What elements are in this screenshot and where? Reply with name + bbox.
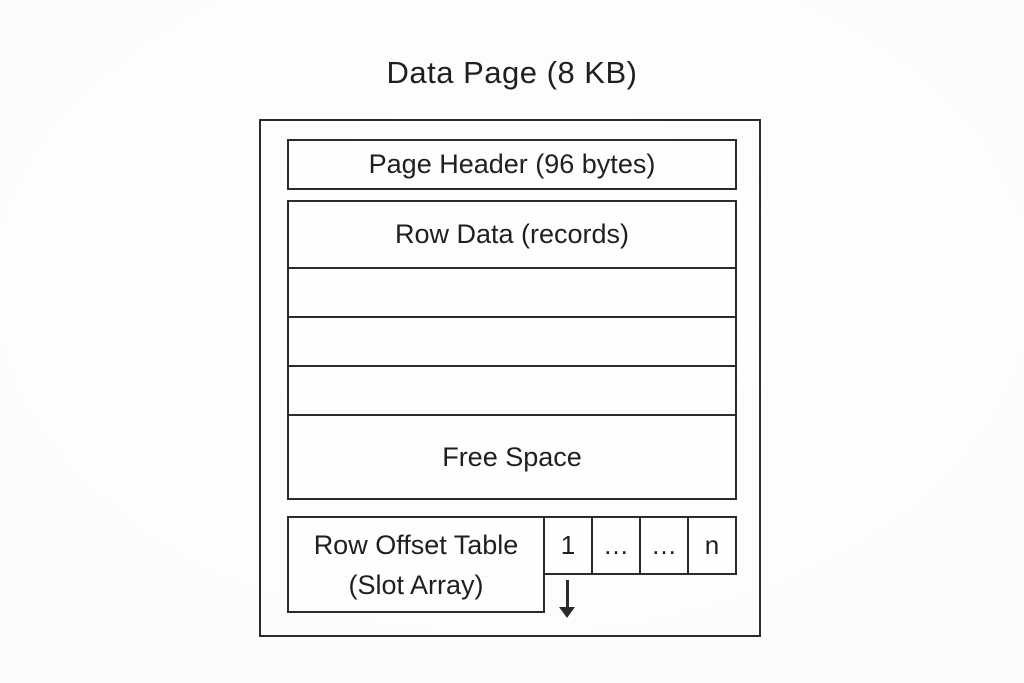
slot-array: 1……n [543,516,737,575]
down-arrow-icon [556,580,578,622]
empty-row [289,365,735,414]
free-space-section: Free Space [289,414,735,498]
row-offset-table-label-line2: (Slot Array) [348,569,484,600]
row-data-empty-rows [289,267,735,414]
slot-cell-1: 1 [560,530,576,560]
row-data-label: Row Data (records) [394,219,630,249]
row-offset-table-label-line1: Row Offset Table [313,529,519,560]
row-data-section: Row Data (records) [289,202,735,267]
row-offset-table-box: Row Offset Table (Slot Array) [287,516,545,613]
page-header-box: Page Header (96 bytes) [287,139,737,190]
slot-cell-2: … [591,518,639,573]
arrow-head [559,607,575,618]
empty-row [289,267,735,316]
row-data-stack-box: Row Data (records) Free Space [287,200,737,500]
page-header-label: Page Header (96 bytes) [368,149,656,179]
slot-cell-3: … [639,518,687,573]
free-space-label: Free Space [442,441,582,472]
data-page-outer-box: Page Header (96 bytes) Row Data (records… [259,119,761,637]
diagram-title: Data Page (8 KB) [386,55,638,90]
empty-row [289,316,735,365]
slot-cell-4: n [687,518,735,573]
arrow-shaft [565,580,569,607]
